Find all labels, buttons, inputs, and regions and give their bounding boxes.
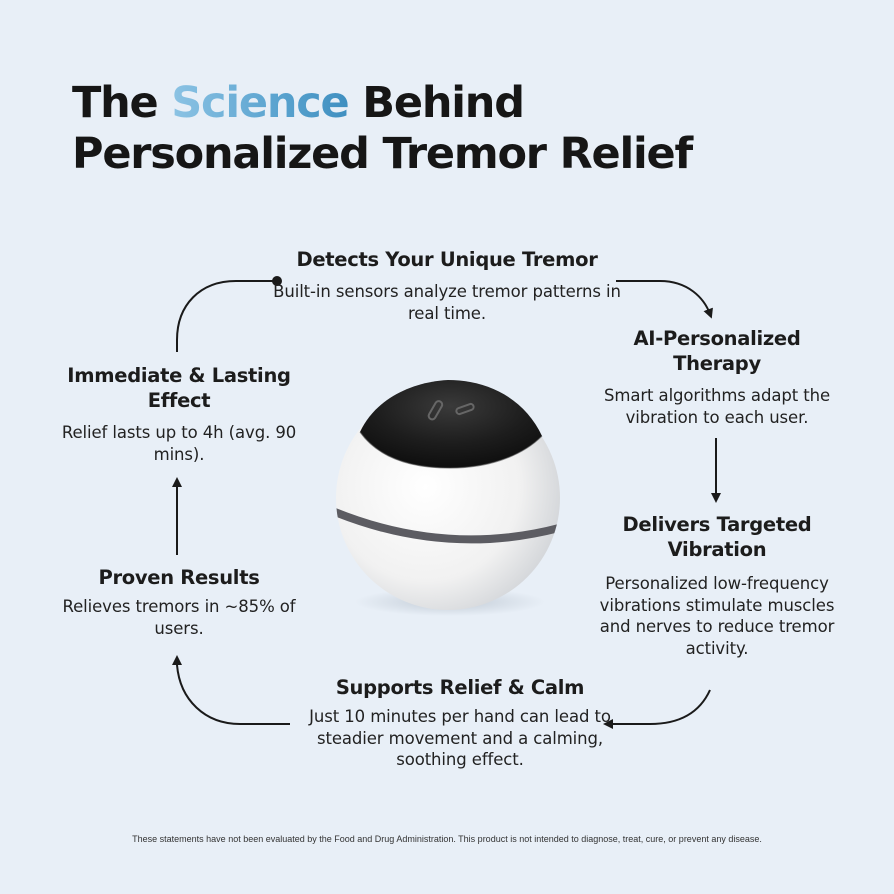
step-heading: Proven Results	[98, 566, 260, 589]
step-heading: AI-Personalized Therapy	[633, 327, 801, 375]
title-prefix: The	[72, 78, 172, 128]
step-heading: Immediate & Lasting Effect	[67, 364, 291, 412]
step-description: Just 10 minutes per hand can lead to ste…	[309, 707, 611, 769]
device-cap-rim	[359, 431, 543, 469]
step-ai-personalized-therapy: AI-Personalized Therapy Smart algorithms…	[592, 326, 842, 428]
title-suffix: Behind	[348, 78, 525, 128]
button-right-icon	[455, 402, 475, 416]
fda-disclaimer: These statements have not been evaluated…	[132, 834, 762, 844]
step-delivers-vibration: Delivers Targeted Vibration Personalized…	[592, 512, 842, 659]
step-heading: Delivers Targeted Vibration	[622, 513, 812, 561]
arrow-support-to-proven	[172, 655, 290, 725]
step-heading: Supports Relief & Calm	[335, 676, 585, 699]
step-description: Built-in sensors analyze tremor patterns…	[273, 282, 621, 323]
step-description: Smart algorithms adapt the vibration to …	[604, 386, 830, 427]
step-supports-relief: Supports Relief & Calm Just 10 minutes p…	[280, 675, 640, 771]
step-heading: Detects Your Unique Tremor	[296, 248, 598, 271]
step-description: Personalized low-frequency vibrations st…	[599, 574, 835, 658]
page-title: The Science Behind Personalized Tremor R…	[72, 78, 693, 180]
title-line-2: Personalized Tremor Relief	[72, 129, 693, 179]
step-description: Relief lasts up to 4h (avg. 90 mins).	[61, 423, 297, 464]
title-accent-word: Science	[171, 78, 349, 128]
step-detects-tremor: Detects Your Unique Tremor Built-in sens…	[262, 247, 632, 324]
step-proven-results: Proven Results Relieves tremors in ~85% …	[48, 565, 310, 639]
button-left-icon	[427, 400, 444, 421]
step-description: Relieves tremors in ~85% of users.	[62, 597, 296, 638]
device-cap	[360, 380, 542, 468]
step-immediate-lasting-effect: Immediate & Lasting Effect Relief lasts …	[48, 363, 310, 465]
tremor-device-icon	[336, 380, 560, 616]
device-band	[336, 506, 560, 544]
